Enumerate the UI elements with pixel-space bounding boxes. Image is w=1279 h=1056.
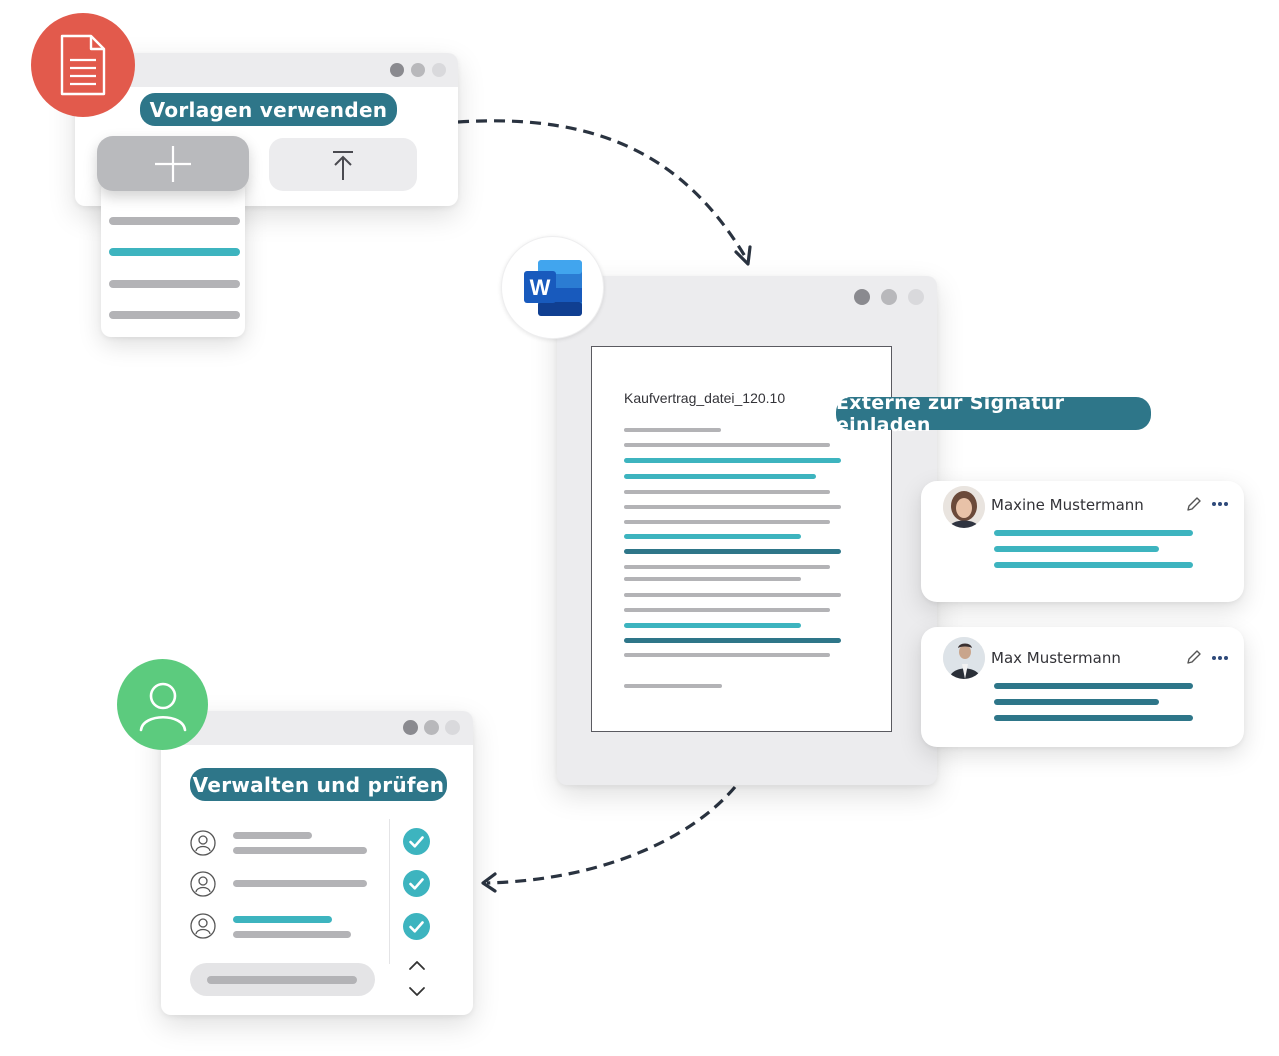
doc-line: [624, 623, 801, 628]
window-dot: [403, 720, 418, 735]
doc-line: [624, 684, 722, 688]
template-option[interactable]: [109, 217, 240, 225]
doc-line: [624, 428, 721, 432]
row-line: [233, 832, 312, 839]
manage-title: Verwalten und prüfen: [190, 768, 447, 801]
signer-field-line: [994, 530, 1193, 536]
doc-line: [624, 638, 841, 643]
window-dot: [854, 289, 870, 305]
signer-field-line: [994, 683, 1193, 689]
avatar-photo: [943, 486, 985, 528]
check-circle-icon: [403, 828, 430, 855]
word-letter: W: [529, 275, 550, 300]
row-line: [233, 931, 351, 938]
window-dot: [908, 289, 924, 305]
doc-line: [624, 565, 830, 569]
pencil-icon[interactable]: [1186, 496, 1202, 512]
more-icon[interactable]: [1211, 654, 1229, 662]
avatar-photo: [943, 637, 985, 679]
doc-line: [624, 505, 841, 509]
doc-line: [624, 653, 830, 657]
user-outline-icon: [190, 913, 216, 939]
template-option[interactable]: [109, 280, 240, 288]
chevron-up-icon[interactable]: [408, 959, 426, 971]
signer-name: Maxine Mustermann: [991, 496, 1144, 514]
signer-field-line: [994, 562, 1193, 568]
user-icon: [139, 682, 186, 731]
arrow-templates-to-document-head: [734, 245, 752, 266]
upload-button[interactable]: [269, 138, 417, 191]
document-filename: Kaufvertrag_datei_120.10: [624, 390, 786, 406]
doc-line: [624, 549, 841, 554]
comment-field[interactable]: [190, 963, 375, 996]
doc-line: [624, 458, 841, 463]
plus-icon: [155, 146, 191, 182]
window-dot: [432, 63, 446, 77]
user-outline-icon: [190, 830, 216, 856]
document-page: Kaufvertrag_datei_120.10: [591, 346, 892, 732]
doc-line: [624, 577, 801, 581]
word-badge: W: [501, 236, 604, 339]
comment-placeholder-line: [207, 976, 357, 984]
templates-title: Vorlagen verwenden: [140, 93, 397, 126]
manage-window: Verwalten und prüfen: [161, 711, 473, 1015]
signer-field-line: [994, 715, 1193, 721]
user-badge: [117, 659, 208, 750]
window-dot: [411, 63, 425, 77]
arrow-document-to-manage: [486, 785, 737, 885]
doc-line: [624, 474, 816, 479]
row-line: [233, 847, 367, 854]
row-line: [233, 880, 367, 887]
window-dot: [445, 720, 460, 735]
invite-title: Externe zur Signatur einladen: [836, 392, 1151, 436]
window-dot: [390, 63, 404, 77]
signer-field-line: [994, 546, 1159, 552]
window-dot: [424, 720, 439, 735]
avatar: [943, 486, 985, 528]
doc-line: [624, 443, 830, 447]
doc-line: [624, 593, 841, 597]
document-icon: [60, 34, 106, 96]
window-dot: [881, 289, 897, 305]
signer-card-max[interactable]: Max Mustermann: [921, 627, 1244, 747]
titlebar: [161, 711, 473, 745]
template-option[interactable]: [109, 311, 240, 319]
doc-line: [624, 608, 830, 612]
document-badge: [31, 13, 135, 117]
doc-line: [624, 520, 830, 524]
check-circle-icon: [403, 870, 430, 897]
chevron-down-icon[interactable]: [408, 986, 426, 998]
word-icon: W: [523, 259, 582, 316]
arrow-document-to-manage-head: [481, 872, 497, 893]
column-divider: [389, 819, 390, 964]
more-icon[interactable]: [1211, 500, 1229, 508]
row-line: [233, 916, 332, 923]
check-circle-icon: [403, 913, 430, 940]
signer-field-line: [994, 699, 1159, 705]
template-option-selected[interactable]: [109, 248, 240, 256]
upload-icon: [333, 151, 353, 180]
arrow-templates-to-document: [457, 119, 748, 259]
signer-name: Max Mustermann: [991, 649, 1121, 667]
user-outline-icon: [190, 871, 216, 897]
doc-line: [624, 534, 801, 539]
pencil-icon[interactable]: [1186, 649, 1202, 665]
signer-card-maxine[interactable]: Maxine Mustermann: [921, 481, 1244, 602]
doc-line: [624, 490, 830, 494]
template-dropdown: [101, 180, 245, 337]
add-template-button[interactable]: [97, 136, 249, 191]
avatar: [943, 637, 985, 679]
